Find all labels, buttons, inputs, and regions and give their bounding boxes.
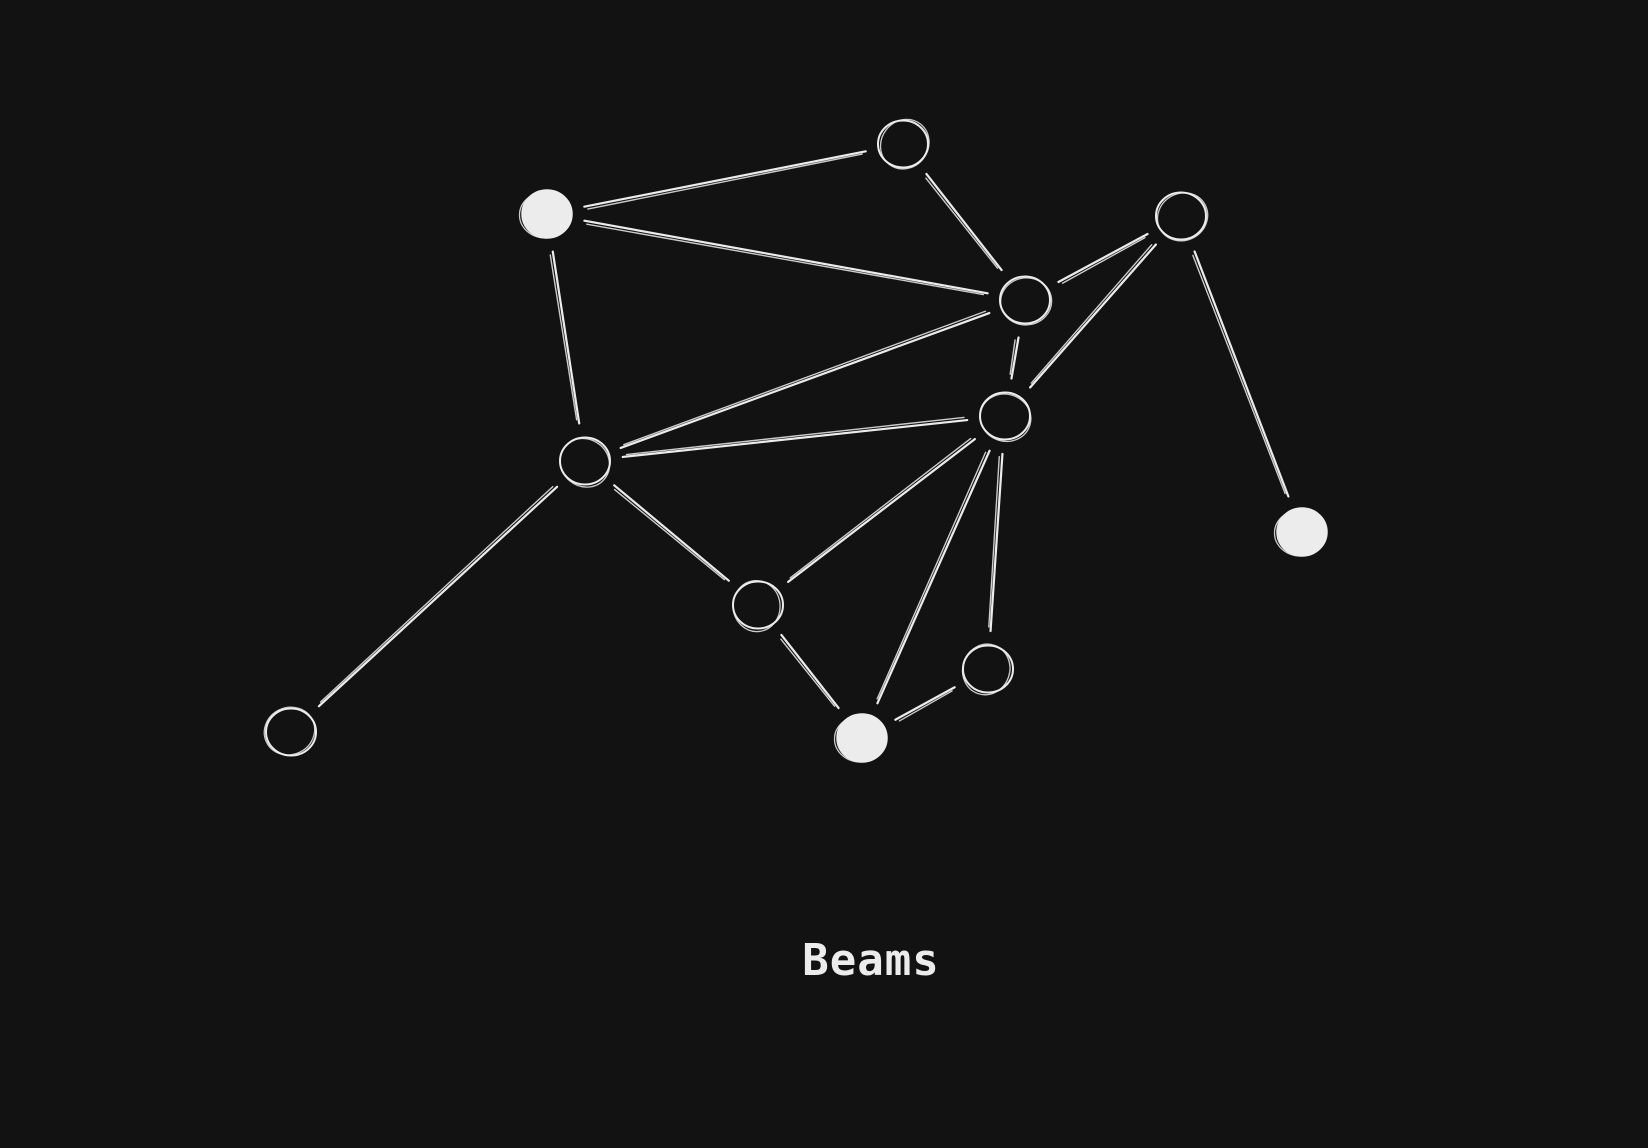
edge-stroke-sketch	[625, 416, 965, 456]
edge-stroke	[583, 150, 867, 208]
edge-stroke-sketch	[925, 177, 999, 269]
edge-n5-n6	[621, 416, 969, 459]
edge-stroke	[876, 449, 991, 705]
edge-stroke-sketch	[319, 485, 554, 703]
edge-stroke-sketch	[586, 223, 985, 296]
node-n8	[732, 579, 784, 633]
edge-stroke	[1010, 336, 1020, 380]
edge-stroke	[1057, 232, 1149, 284]
edge-stroke-sketch	[1030, 244, 1153, 384]
edge-n10-n9	[894, 686, 956, 722]
node-n2	[877, 118, 930, 170]
edge-stroke	[1193, 250, 1290, 498]
edge-stroke-sketch	[876, 451, 987, 700]
edge-stroke	[551, 250, 581, 425]
edge-stroke	[613, 484, 730, 582]
edge-stroke	[780, 633, 840, 710]
node-sketch-ring	[833, 715, 888, 763]
node-sketch-ring	[732, 579, 781, 633]
edge-stroke-sketch	[988, 456, 1000, 628]
node-sketch-ring	[263, 706, 316, 756]
edge-stroke	[621, 418, 969, 459]
node-n6	[559, 436, 611, 488]
node-n11	[263, 706, 317, 757]
edge-stroke	[989, 452, 1004, 633]
edges-group	[317, 150, 1290, 722]
edge-stroke	[1029, 243, 1157, 389]
node-sketch-ring	[518, 191, 573, 239]
node-ring	[265, 707, 317, 757]
node-sketch-ring	[979, 393, 1032, 443]
edge-stroke-sketch	[587, 153, 863, 210]
nodes-group	[263, 118, 1328, 763]
node-n10	[833, 713, 888, 763]
node-sketch-ring	[879, 118, 930, 170]
edge-stroke-sketch	[1192, 254, 1286, 495]
edge-n3-n5	[1029, 243, 1157, 389]
edge-stroke-sketch	[898, 690, 953, 722]
diagram-caption: Beams	[802, 935, 940, 986]
node-ring	[999, 275, 1051, 325]
edge-n3-n7	[1192, 250, 1290, 498]
node-n3	[1155, 191, 1209, 242]
edge-n4-n3	[1057, 232, 1149, 284]
edge-n2-n4	[925, 172, 1003, 272]
edge-n5-n10	[876, 449, 991, 705]
node-sketch-ring	[559, 437, 611, 488]
edge-n1-n4	[583, 219, 989, 296]
edge-n1-n6	[549, 250, 581, 425]
edge-n6-n8	[613, 484, 730, 582]
node-n5	[979, 391, 1032, 443]
edge-stroke-sketch	[613, 488, 726, 581]
edge-n5-n9	[988, 452, 1004, 633]
node-ring	[1155, 191, 1207, 241]
edge-stroke-sketch	[780, 638, 836, 707]
edge-stroke	[619, 311, 991, 450]
edge-stroke	[317, 485, 559, 708]
edge-stroke	[787, 437, 976, 584]
node-n9	[961, 643, 1014, 696]
edge-n6-n11	[317, 485, 559, 708]
node-n4	[999, 275, 1053, 326]
edge-n4-n5	[1009, 336, 1020, 380]
edge-n4-n6	[619, 310, 991, 450]
edge-stroke-sketch	[789, 437, 972, 579]
node-sketch-ring	[1273, 509, 1328, 557]
edge-stroke	[583, 219, 989, 295]
edge-stroke-sketch	[623, 310, 987, 446]
node-sketch-ring	[1000, 277, 1053, 326]
edge-stroke	[925, 172, 1003, 272]
node-ring	[877, 119, 929, 169]
node-n1	[518, 189, 573, 239]
edge-n5-n8	[787, 437, 976, 584]
node-sketch-ring	[1156, 192, 1209, 242]
edge-stroke	[894, 686, 956, 721]
edge-stroke-sketch	[1061, 236, 1146, 284]
node-sketch-ring	[961, 643, 1011, 696]
edge-stroke-sketch	[549, 254, 578, 421]
edge-stroke-sketch	[1009, 339, 1016, 375]
edge-n1-n2	[583, 150, 867, 210]
edge-n8-n10	[780, 633, 840, 710]
node-n7	[1273, 507, 1328, 557]
